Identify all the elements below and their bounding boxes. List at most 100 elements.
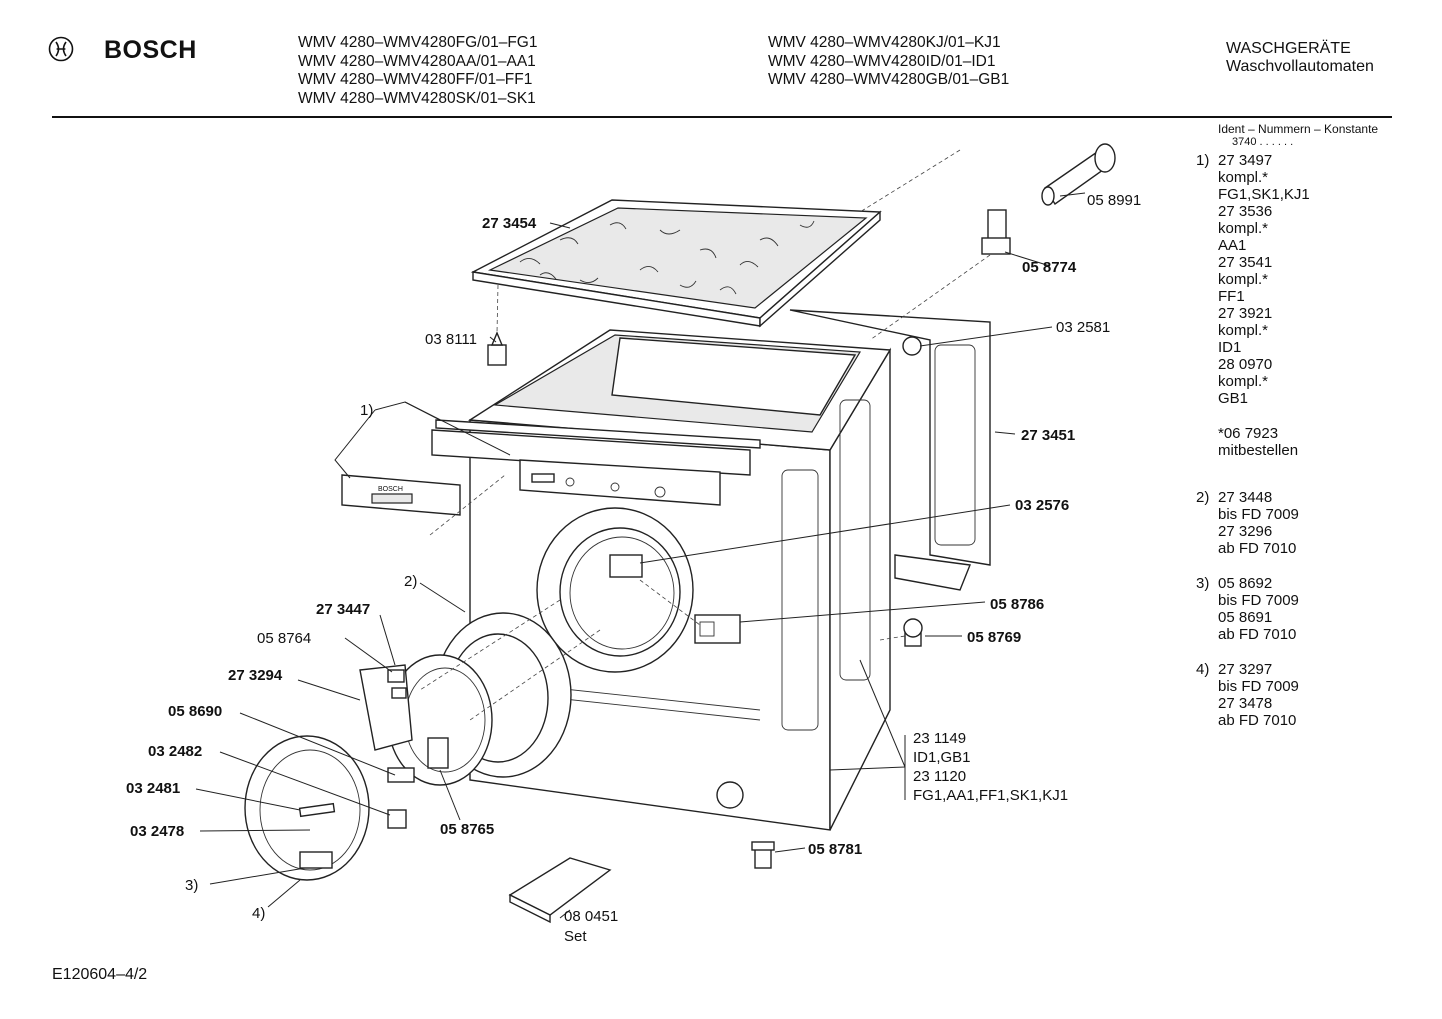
category-title: WASCHGERÄTE [1226,40,1351,57]
group-number: 4) [1196,661,1210,678]
group-line: mitbestellen [1218,442,1299,459]
label-058991: 05 8991 [1087,192,1141,209]
group-line: FF1 [1218,288,1245,305]
group-line: kompl.* [1218,373,1269,390]
bolt-058769 [903,618,923,647]
ident-title: Ident – Nummern – Konstante [1218,122,1379,136]
label-273454: 27 3454 [482,215,537,232]
group-4: 4) 27 3297 bis FD 7009 27 3478 ab FD 701… [1196,661,1436,729]
door-window [387,654,493,786]
door-hinge [359,664,413,751]
group-line: GB1 [1218,390,1249,407]
door-lock-032576 [609,554,643,578]
drawing-code: E120604–4/2 [52,966,148,983]
label-032581: 03 2581 [1056,319,1110,336]
model-item: WMV 4280–WMV4280ID/01–ID1 [768,52,996,70]
group-2: 2) 27 3448 bis FD 7009 27 3296 ab FD 701… [1196,489,1436,557]
group-3: 3) 05 8692 bis FD 7009 05 8691 ab FD 701… [1196,575,1436,643]
group-line: 27 3536 [1218,203,1273,220]
label-058769: 05 8769 [967,629,1021,646]
group-number: 2) [1196,489,1210,506]
model-item: WMV 4280–WMV4280AA/01–AA1 [298,52,536,70]
wedge-set [508,857,612,924]
label-058690: 05 8690 [168,703,222,720]
label-273447: 27 3447 [316,601,370,618]
model-list-2: WMV 4280–WMV4280KJ/01–KJ1 WMV 4280–WMV42… [768,34,1009,90]
label-ref-3: 3) [185,877,198,894]
group-line: bis FD 7009 [1218,678,1299,695]
group-line: 05 8691 [1218,609,1273,626]
model-list-1: WMV 4280–WMV4280FG/01–FG1 WMV 4280–WMV42… [298,34,538,108]
group-line: *06 7923 [1218,425,1279,442]
category-subtitle: Waschvollautomaten [1226,58,1374,75]
group-line: ab FD 7010 [1218,712,1297,729]
group-line: kompl.* [1218,220,1269,237]
assembly-lines [419,149,991,721]
group-line: FG1,SK1,KJ1 [1218,186,1310,203]
label-058786: 05 8786 [990,596,1044,613]
label-273451: 27 3451 [1021,427,1075,444]
group-line: 27 3478 [1218,695,1273,712]
group-line: 05 8692 [1218,575,1273,592]
label-058764: 05 8764 [257,630,311,647]
door-opening [536,507,694,673]
group-number: 3) [1196,575,1210,592]
group-1: 1) 27 3497 kompl.* FG1,SK1,KJ1 27 3536 k… [1196,152,1436,407]
label-032478: 03 2478 [130,823,184,840]
group-line: kompl.* [1218,169,1269,186]
label-ref-2: 2) [404,573,417,590]
hose-fitting [1041,143,1116,206]
label-ref-4: 4) [252,905,265,922]
model-item: WMV 4280–WMV4280FF/01–FF1 [298,71,533,88]
group-line: 27 3296 [1218,523,1273,540]
door-outer [244,735,370,881]
model-item: WMV 4280–WMV4280GB/01–GB1 [768,71,1010,88]
back-panel [789,309,991,591]
group-number: 1) [1196,152,1210,169]
header-rule [52,116,1392,118]
switch-058786 [694,614,741,644]
label-variant-1: 23 1149 [913,730,966,747]
model-item: WMV 4280–WMV4280SK/01–SK1 [298,89,536,107]
model-item: WMV 4280–WMV4280KJ/01–KJ1 [768,34,1001,51]
group-line: 27 3297 [1218,661,1273,678]
group-line: bis FD 7009 [1218,592,1299,609]
label-set: Set [564,928,587,945]
group-line: ab FD 7010 [1218,626,1297,643]
group-note: *06 7923 mitbestellen [1196,425,1436,459]
group-line: 28 0970 [1218,356,1273,373]
label-032481: 03 2481 [126,780,180,797]
label-058765: 05 8765 [440,821,494,838]
label-ref-1: 1) [360,402,373,419]
group-line: 27 3921 [1218,305,1273,322]
bosch-logo-icon [48,36,74,62]
ident-sidebar: Ident – Nummern – Konstante 3740 . . . .… [1196,122,1436,729]
foot-058781 [751,841,775,869]
label-variant-2: ID1,GB1 [913,749,971,766]
bolt-032581 [902,336,922,356]
leader-lines [195,192,1086,919]
panel-brand-label: BOSCH [378,486,403,493]
brand-name: BOSCH [104,36,197,64]
category: WASCHGERÄTE Waschvollautomaten [1226,40,1374,76]
catch-parts [387,767,415,829]
ident-number: 3740 . . . . . . [1232,136,1294,148]
label-058774: 05 8774 [1022,259,1077,276]
label-038111: 03 8111 [425,331,477,348]
group-line: ab FD 7010 [1218,540,1297,557]
label-variant-4: FG1,AA1,FF1,SK1,KJ1 [913,787,1068,804]
label-032576: 03 2576 [1015,497,1069,514]
control-panel: BOSCH [341,419,761,516]
group-line: 27 3541 [1218,254,1273,271]
group-line: 27 3448 [1218,489,1273,506]
latch-058765 [427,737,449,769]
label-058781: 05 8781 [808,841,862,858]
foot-038111 [487,331,507,366]
label-080451: 08 0451 [564,908,618,925]
label-273294: 27 3294 [228,667,283,684]
group-line: kompl.* [1218,322,1269,339]
group-line: AA1 [1218,237,1247,254]
top-cover [470,199,882,328]
group-line: kompl.* [1218,271,1269,288]
